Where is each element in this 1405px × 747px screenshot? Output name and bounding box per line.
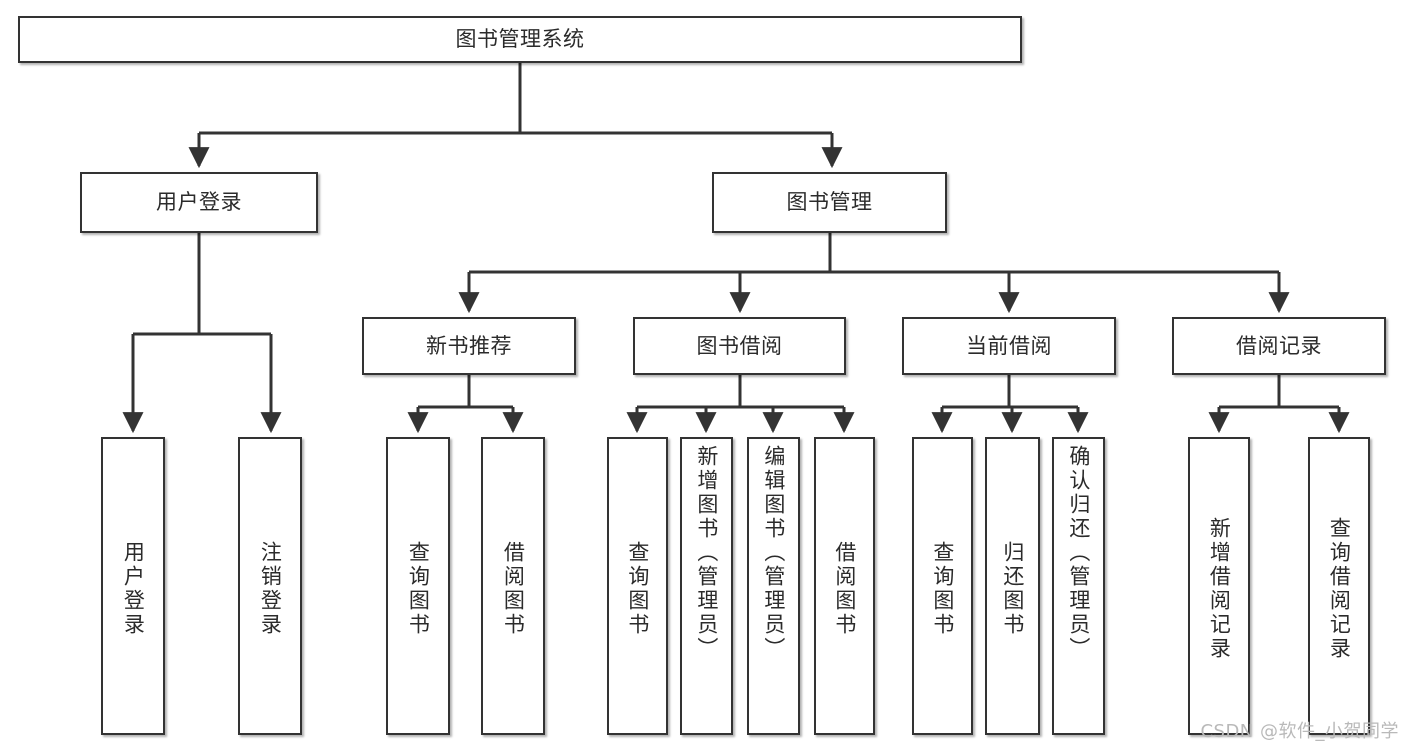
leaf-borrow-book-recommend-label: 借阅图书 [501, 541, 526, 637]
node-book-management-label: 图书管理 [786, 190, 873, 215]
leaf-return-book[interactable]: 归还图书 [985, 437, 1040, 735]
node-borrow-record-label: 借阅记录 [1236, 333, 1322, 358]
leaf-query-book-current-label: 查询图书 [930, 541, 955, 637]
leaf-borrow-book-label: 借阅图书 [832, 541, 857, 637]
leaf-add-book-admin-label: 新增图书（管理员） [694, 445, 719, 661]
node-book-borrow[interactable]: 图书借阅 [633, 317, 846, 375]
leaf-edit-book-admin-label: 编辑图书（管理员） [761, 445, 786, 661]
leaf-query-book-borrow[interactable]: 查询图书 [607, 437, 668, 735]
leaf-query-borrow-record[interactable]: 查询借阅记录 [1308, 437, 1370, 735]
leaf-user-login-label: 用户登录 [121, 541, 146, 637]
leaf-return-book-label: 归还图书 [1000, 541, 1025, 637]
node-new-book-recommend-label: 新书推荐 [426, 333, 512, 358]
node-user-login-label: 用户登录 [156, 190, 242, 215]
leaf-user-login[interactable]: 用户登录 [101, 437, 165, 735]
leaf-add-borrow-record-label: 新增借阅记录 [1207, 517, 1232, 661]
node-book-borrow-label: 图书借阅 [696, 333, 783, 358]
node-borrow-record[interactable]: 借阅记录 [1172, 317, 1386, 375]
leaf-query-book-recommend-label: 查询图书 [406, 541, 431, 637]
leaf-add-book-admin[interactable]: 新增图书（管理员） [680, 437, 733, 735]
node-current-borrow[interactable]: 当前借阅 [902, 317, 1116, 375]
node-book-management[interactable]: 图书管理 [712, 172, 947, 233]
node-user-login[interactable]: 用户登录 [80, 172, 318, 233]
leaf-query-book-recommend[interactable]: 查询图书 [386, 437, 450, 735]
node-current-borrow-label: 当前借阅 [966, 333, 1052, 358]
leaf-query-book-current[interactable]: 查询图书 [912, 437, 973, 735]
leaf-logout[interactable]: 注销登录 [238, 437, 302, 735]
leaf-add-borrow-record[interactable]: 新增借阅记录 [1188, 437, 1250, 735]
leaf-edit-book-admin[interactable]: 编辑图书（管理员） [747, 437, 800, 735]
leaf-confirm-return-admin[interactable]: 确认归还（管理员） [1052, 437, 1105, 735]
node-root-label: 图书管理系统 [455, 27, 585, 52]
leaf-query-borrow-record-label: 查询借阅记录 [1327, 517, 1352, 661]
node-root[interactable]: 图书管理系统 [18, 16, 1022, 63]
leaf-logout-label: 注销登录 [258, 541, 283, 637]
leaf-query-book-borrow-label: 查询图书 [625, 541, 650, 637]
node-new-book-recommend[interactable]: 新书推荐 [362, 317, 576, 375]
leaf-confirm-return-admin-label: 确认归还（管理员） [1066, 445, 1091, 661]
leaf-borrow-book[interactable]: 借阅图书 [814, 437, 875, 735]
leaf-borrow-book-recommend[interactable]: 借阅图书 [481, 437, 545, 735]
